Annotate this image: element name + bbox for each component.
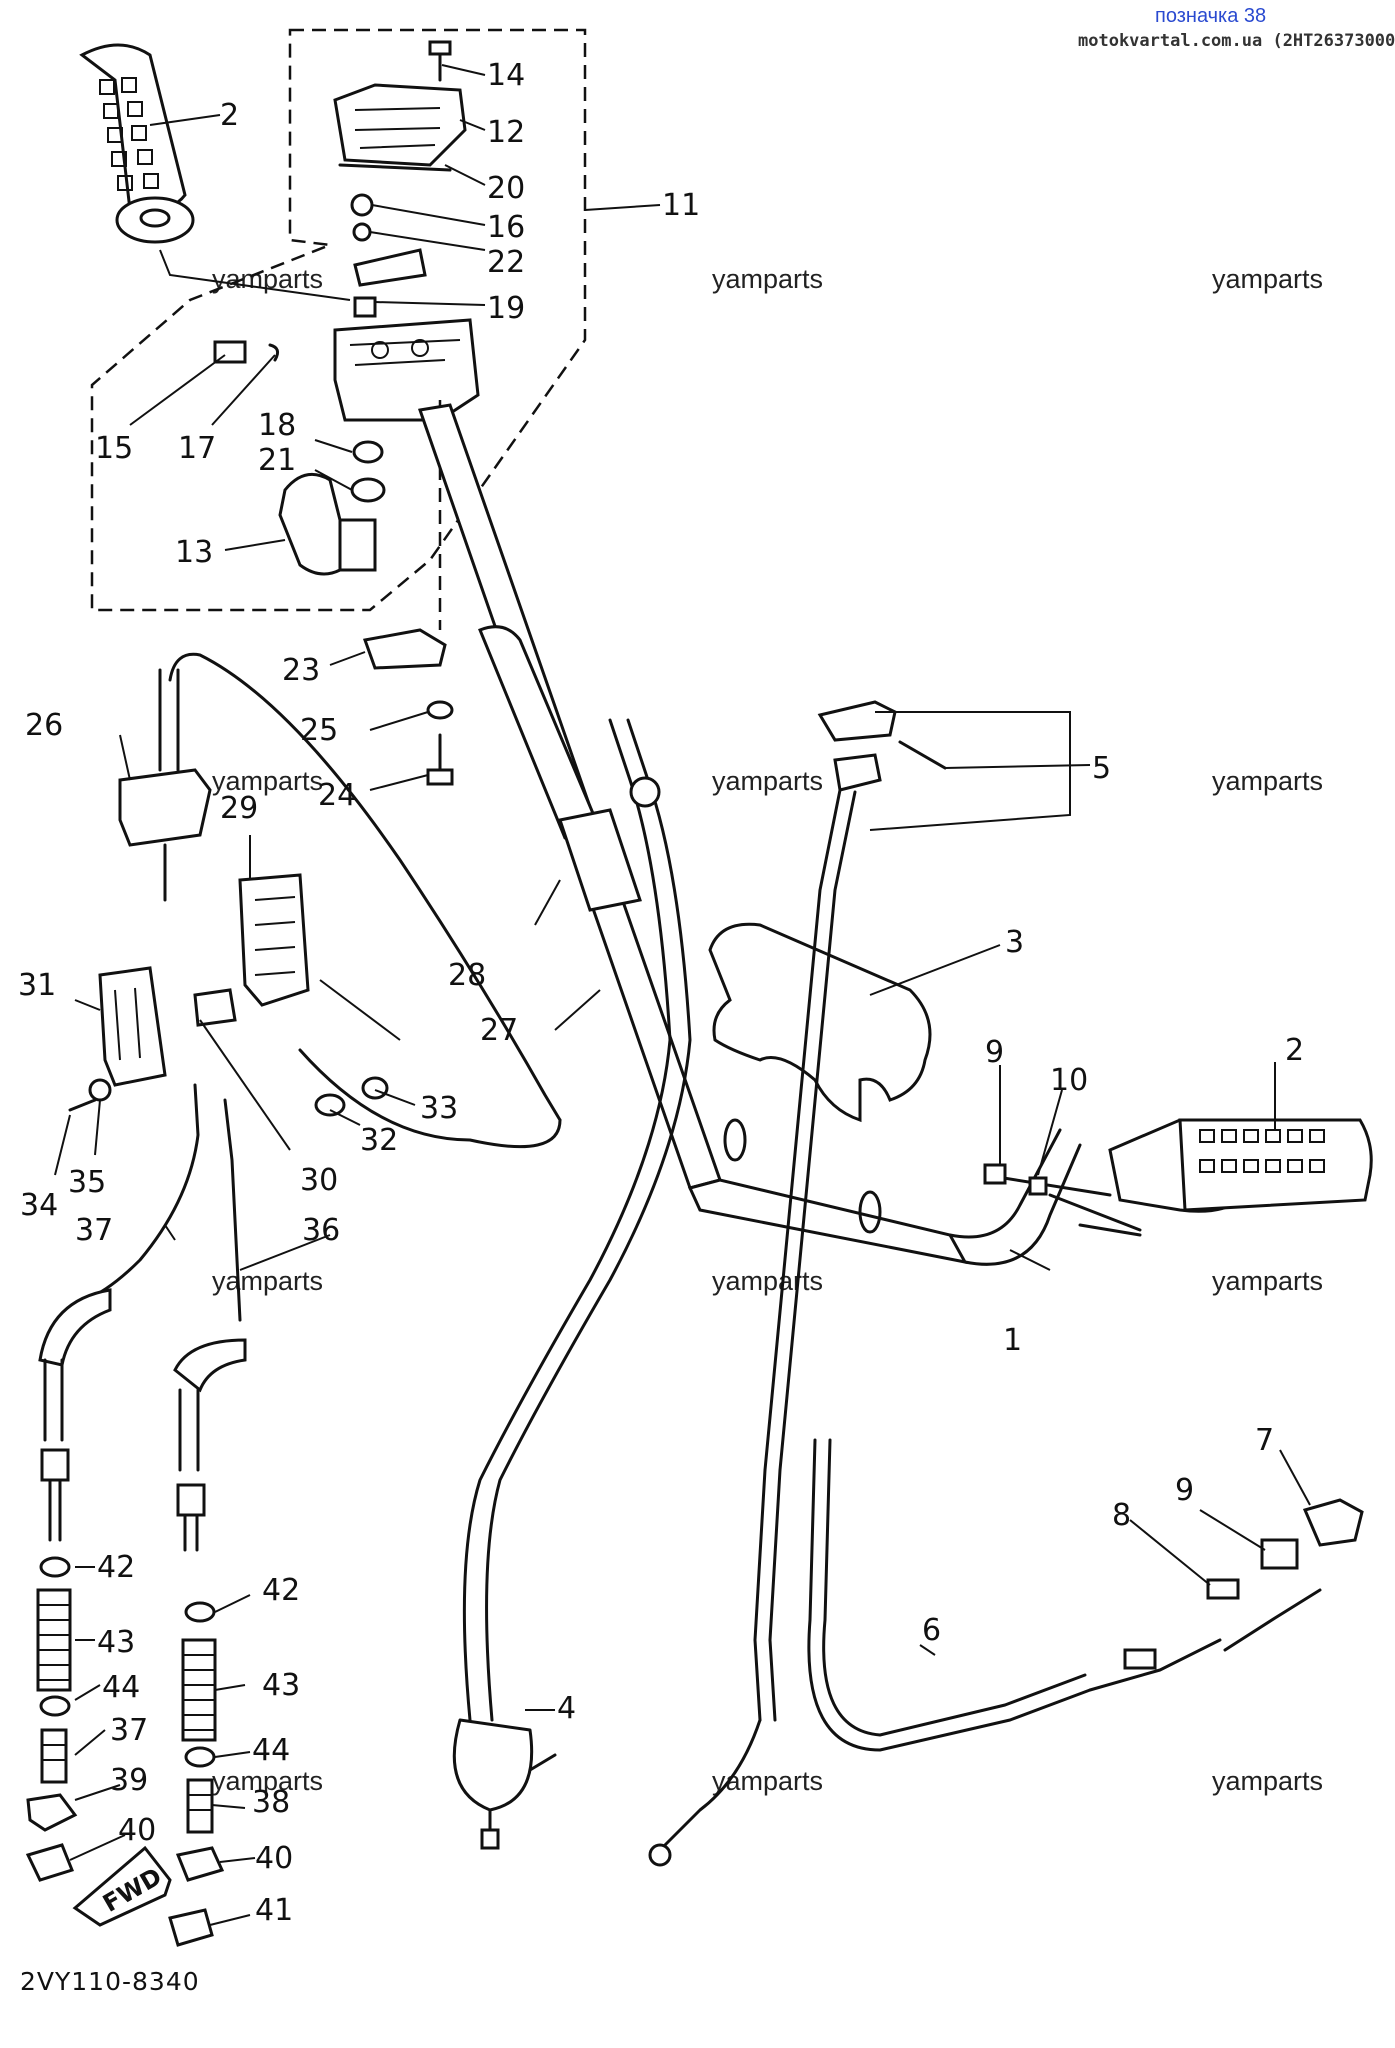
callout-23: 22 [487,245,525,280]
callout-3: 3 [1005,925,1024,960]
callout-7: 7 [1255,1423,1274,1458]
callout-30: 29 [220,791,258,826]
callout-25: 24 [318,778,356,813]
header-source: motokvartal.com.ua (2HT263730000) [1078,31,1395,51]
drawing-number: 2VY110-8340 [20,1967,200,1996]
callout-5: 5 [1092,751,1111,786]
watermark: yamparts [712,766,823,796]
callout-41: 40 [118,1813,156,1848]
left-grip [79,43,351,301]
throttle-housing [213,40,480,786]
handlebar [418,403,1082,1266]
callout-4: 4 [557,1691,576,1726]
watermark-group: yamparts yamparts yamparts yamparts yamp… [212,264,1323,1796]
reverse-cable [68,652,562,1149]
callout-43b: 43 [262,1668,300,1703]
callout-44: 44 [102,1670,140,1705]
watermark: yamparts [1212,766,1323,796]
callout-11: 10 [1050,1063,1088,1098]
watermark: yamparts [1212,264,1323,294]
watermark: yamparts [212,1766,323,1796]
callout-13: 12 [487,115,525,150]
callout-33: 32 [360,1123,398,1158]
callout-37: 36 [302,1213,340,1248]
callout-21: 20 [487,171,525,206]
callout-9: 9 [1175,1473,1194,1508]
watermark: yamparts [712,1266,823,1296]
callout-2: 2 [220,98,239,133]
callout-40: 39 [110,1763,148,1798]
callout-16: 15 [95,431,133,466]
callout-32: 31 [18,968,56,1003]
callout-17: 16 [487,210,525,245]
callout-34: 33 [420,1091,458,1126]
callout-1: 1 [1003,1323,1022,1358]
callout-31: 30 [300,1163,338,1198]
cables-37-38 [38,1083,247,1552]
callout-40b: 40 [255,1841,293,1876]
callout-39b: 38 [252,1785,290,1820]
callout-38: 37 [75,1213,113,1248]
callout-36: 35 [68,1165,106,1200]
leader-lines [54,64,1311,1926]
watermark: yamparts [212,766,323,796]
handlebar-pad [708,922,932,1123]
callout-20: 19 [487,291,525,326]
watermark: yamparts [1212,1766,1323,1796]
callout-10: 9 [985,1035,1004,1070]
callout-2b: 2 [1285,1033,1304,1068]
callout-24: 23 [282,653,320,688]
header-title: позначка 38 [1155,5,1266,27]
callout-19: 18 [258,408,296,443]
callout-12: 11 [662,188,700,223]
callout-29: 28 [448,958,486,993]
spring-stacks [25,1556,225,1947]
callout-42b: 42 [262,1573,300,1608]
callout-41b: 41 [255,1893,293,1928]
callout-39: 37 [110,1713,148,1748]
callout-44b: 44 [252,1733,290,1768]
right-grip [983,1118,1373,1237]
callout-43: 43 [97,1625,135,1660]
callout-6: 6 [922,1613,941,1648]
callout-28: 27 [480,1013,518,1048]
watermark: yamparts [1212,1266,1323,1296]
callout-8: 8 [1112,1498,1131,1533]
watermark: yamparts [212,1266,323,1296]
callout-14: 13 [175,535,213,570]
cable-6 [807,1438,1364,1752]
callout-42: 42 [97,1550,135,1585]
callout-labels: 2 14 12 20 11 16 22 19 15 17 18 21 13 23… [18,58,1304,1928]
cable-4 [452,718,692,1850]
throttle-assembly-boundary [90,28,587,612]
callout-18: 17 [178,431,216,466]
callout-35: 34 [20,1188,58,1223]
lever-5 [648,700,1071,1867]
callout-22: 21 [258,443,296,478]
watermark: yamparts [712,264,823,294]
callout-27: 26 [25,708,63,743]
fwd-arrow: FWD [72,1845,172,1927]
callout-26: 25 [300,713,338,748]
callout-15: 14 [487,58,525,93]
